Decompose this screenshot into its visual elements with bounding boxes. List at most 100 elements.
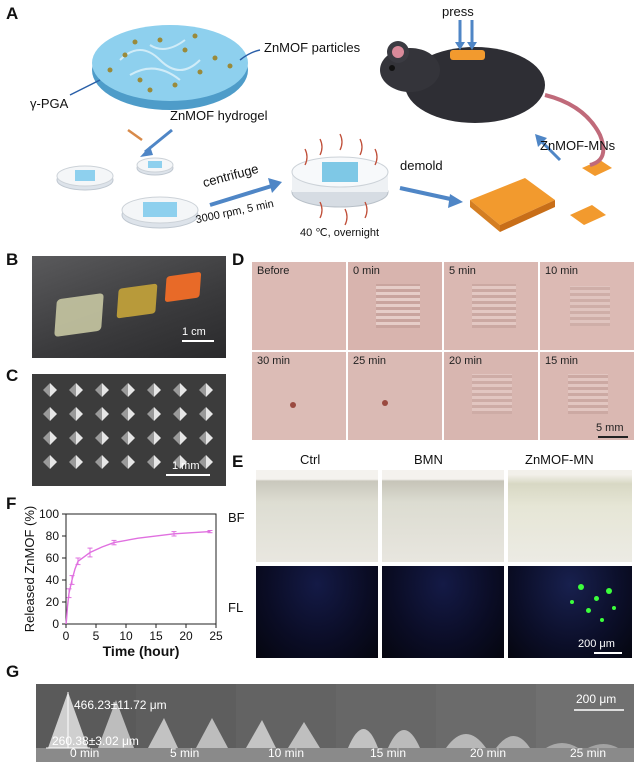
g-height-label: 466.23±11.72 μm (74, 698, 167, 712)
needle-tip (147, 455, 154, 469)
f-ylabel: Released ZnMOF (%) (22, 506, 37, 632)
needle-tip (173, 407, 180, 421)
label-gamma-pga: γ-PGA (30, 96, 69, 111)
mn-patches (470, 160, 612, 232)
needle-tip-lit (102, 431, 109, 445)
needle-tip (199, 455, 206, 469)
needle-tip (95, 455, 102, 469)
f-ytick-label: 20 (46, 595, 60, 609)
needle-tip (173, 455, 180, 469)
d-tile-before: Before (252, 262, 346, 350)
panel-letter-f: F (6, 494, 17, 513)
f-xtick-label: 0 (63, 629, 70, 643)
scale-label-d: 5 mm (596, 422, 624, 434)
needle-tip (43, 383, 50, 397)
label-press: press (442, 4, 474, 19)
needle-tip (95, 383, 102, 397)
needle-tip-lit (180, 407, 187, 421)
scalebar-e (594, 652, 622, 654)
f-xtick-label: 25 (209, 629, 223, 643)
f-xtick-label: 20 (179, 629, 193, 643)
needle-tip-lit (154, 431, 161, 445)
d-tile-25min: 25 min (348, 352, 442, 440)
e-fl-ctrl (256, 566, 378, 658)
mouse-illustration (380, 20, 606, 167)
label-znmof-hydrogel: ZnMOF hydrogel (170, 108, 268, 123)
needle-tip-lit (154, 383, 161, 397)
needle-tip-lit (76, 383, 83, 397)
f-xtick-label: 15 (149, 629, 163, 643)
scale-label-e: 200 μm (578, 638, 615, 650)
hydrogel-fibers (119, 39, 201, 81)
needle-tip-lit (128, 431, 135, 445)
label-znmof-mns: ZnMOF-MNs (540, 138, 616, 153)
patch-orange (164, 271, 202, 303)
panel-d-grid: Before 0 min 5 min 10 min 30 min 25 min … (252, 262, 636, 442)
needle-tip-lit (50, 407, 57, 421)
needle-tip (121, 407, 128, 421)
g-width-label: 260.38±3.02 μm (52, 734, 139, 748)
d-tile-30min: 30 min (252, 352, 346, 440)
needle-tip-lit (76, 455, 83, 469)
e-bf-ctrl (256, 470, 378, 562)
g-time-10: 10 min (268, 746, 305, 760)
needle-tip (199, 407, 206, 421)
needle-tip-lit (206, 455, 213, 469)
needle-tip-lit (102, 455, 109, 469)
needle-tip-lit (180, 431, 187, 445)
f-plot-frame (65, 513, 217, 625)
d-tile-5min: 5 min (444, 262, 538, 350)
panel-b-photo: 1 cm (32, 256, 226, 358)
needle-tip (121, 455, 128, 469)
needle-tip (69, 431, 76, 445)
needle-tip-lit (180, 455, 187, 469)
e-col-znmof-mn: ZnMOF-MN (525, 452, 594, 467)
hydrogel-disc (92, 25, 248, 101)
f-ytick-label: 40 (46, 573, 60, 587)
g-time-15: 15 min (370, 746, 407, 760)
panel-letter-d: D (232, 250, 245, 269)
needle-tip (69, 455, 76, 469)
g-scale-label: 200 μm (576, 692, 617, 706)
pdms-molds (56, 157, 199, 229)
g-time-0: 0 min (70, 746, 100, 760)
patch-yellow (116, 283, 158, 319)
scale-label-c: 1 mm (172, 460, 200, 472)
panel-letter-b: B (6, 250, 19, 269)
needle-tip (95, 407, 102, 421)
f-release-curve (65, 530, 211, 625)
label-drying: 40 ℃, overnight (300, 227, 380, 239)
needle-tip (121, 431, 128, 445)
f-ytick-label: 60 (46, 551, 60, 565)
panel-letter-a: A (6, 4, 19, 23)
needle-tip-lit (128, 407, 135, 421)
scalebar-b (182, 340, 214, 342)
needle-tip-lit (128, 455, 135, 469)
d-tile-15min: 15 min 5 mm (540, 352, 634, 440)
scale-label-b: 1 cm (182, 326, 206, 338)
patch-transparent (54, 292, 104, 338)
panel-letter-c: C (6, 366, 19, 385)
panel-letter-g: G (6, 662, 20, 681)
needle-tip (199, 383, 206, 397)
needle-tip-lit (180, 383, 187, 397)
needle-tip (173, 431, 180, 445)
needle-tip-lit (50, 431, 57, 445)
needle-tip-lit (206, 431, 213, 445)
znmof-dots (107, 33, 233, 93)
needle-tip-lit (128, 383, 135, 397)
d-tile-0min: 0 min (348, 262, 442, 350)
needle-tip-lit (154, 407, 161, 421)
f-xlabel: Time (hour) (103, 643, 180, 659)
needle-tip-lit (76, 431, 83, 445)
e-bf-znmof (508, 470, 632, 562)
d-tile-10min: 10 min (540, 262, 634, 350)
scalebar-c (166, 474, 210, 476)
e-fl-bmn (382, 566, 504, 658)
needle-tip (199, 431, 206, 445)
panel-a-schematic (56, 20, 612, 232)
needle-tip-lit (102, 383, 109, 397)
f-ytick-label: 80 (46, 529, 60, 543)
g-time-25: 25 min (570, 746, 607, 760)
